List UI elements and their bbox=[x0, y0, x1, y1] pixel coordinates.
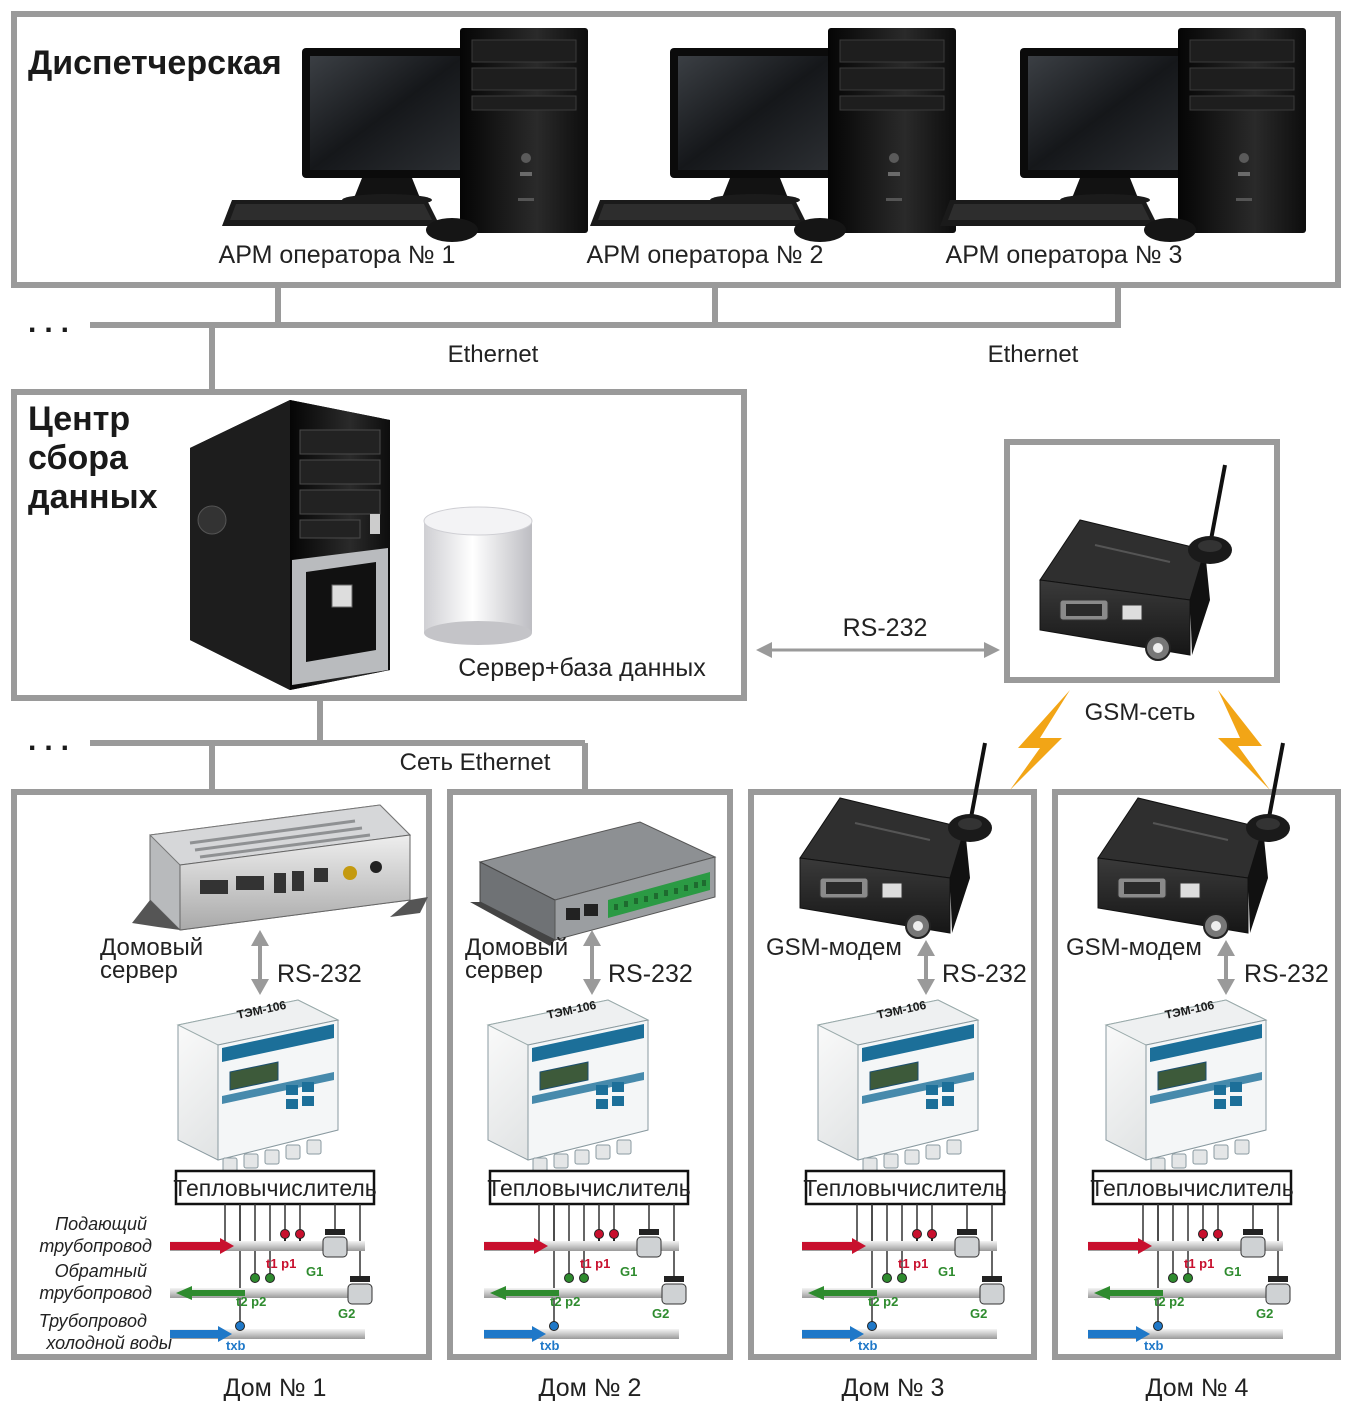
house-2-sensor-g2: G2 bbox=[652, 1306, 669, 1321]
legend-cold: Трубопровод холодной воды bbox=[39, 1311, 172, 1353]
house-3-sensor-t2p2: t2 p2 bbox=[868, 1294, 898, 1309]
house-4-rs232-arrow bbox=[1217, 940, 1235, 995]
house-3-frame bbox=[748, 789, 1037, 1360]
house-1-rs232-arrow bbox=[251, 930, 269, 995]
rs232-link-arrow bbox=[756, 642, 1000, 658]
central-gsm-modem-image bbox=[1038, 463, 1234, 662]
house-2-sensor-g1: G1 bbox=[620, 1264, 637, 1279]
house-4-gsm-modem-image bbox=[1096, 741, 1292, 940]
house-3-sensor-g1: G1 bbox=[938, 1264, 955, 1279]
house-3-calc-box bbox=[804, 1169, 1006, 1206]
house-3-name: Дом № 3 bbox=[842, 1374, 945, 1402]
house-4-device-label: GSM-модем bbox=[1066, 934, 1202, 961]
lan-label: Сеть Ethernet bbox=[400, 749, 551, 776]
house-4-sensor-t1p1: t1 p1 bbox=[1184, 1256, 1214, 1271]
house-1-sensor-txb: txb bbox=[226, 1338, 246, 1353]
ethernet-label-left: Ethernet bbox=[448, 341, 539, 368]
house-1-sensor-g2: G2 bbox=[338, 1306, 355, 1321]
legend-supply: Подающий трубопровод bbox=[39, 1214, 152, 1256]
house-4-sensor-g2: G2 bbox=[1256, 1306, 1273, 1321]
workstation-3-label: АРМ оператора № 3 bbox=[946, 241, 1183, 269]
server-tower-image bbox=[190, 400, 390, 690]
ethernet-label-right: Ethernet bbox=[988, 341, 1079, 368]
network-lines bbox=[90, 288, 1121, 792]
house-3-sensor-txb: txb bbox=[858, 1338, 878, 1353]
house-2-rs232-label: RS-232 bbox=[608, 960, 693, 988]
house-2-frame bbox=[447, 789, 733, 1360]
frames bbox=[11, 11, 1341, 1360]
center-frame bbox=[11, 389, 747, 701]
house-1-server-image bbox=[130, 803, 430, 932]
house-3-calc-label: Тепловычислитель bbox=[803, 1175, 1007, 1201]
house-1-calc-label: Тепловычислитель bbox=[173, 1175, 377, 1201]
house-3-meter-image bbox=[817, 999, 979, 1173]
house-2-calc-box bbox=[488, 1169, 690, 1206]
house-1-sensor-t2p2: t2 p2 bbox=[236, 1294, 266, 1309]
house-4-sensor-t2p2: t2 p2 bbox=[1154, 1294, 1184, 1309]
house-1-frame bbox=[11, 789, 432, 1360]
legend-return: Обратный трубопровод bbox=[39, 1261, 152, 1303]
dispatch-title: Диспетчерская bbox=[28, 44, 282, 82]
house-2-server-image bbox=[469, 821, 716, 947]
house-1-rs232-label: RS-232 bbox=[277, 960, 362, 988]
house-2-name: Дом № 2 bbox=[539, 1374, 642, 1402]
house-2-pipe-scheme bbox=[483, 1203, 687, 1343]
house-2-sensor-txb: txb bbox=[540, 1338, 560, 1353]
server-db-label: Сервер+база данных bbox=[458, 654, 706, 682]
house-2-sensor-t1p1: t1 p1 bbox=[580, 1256, 610, 1271]
house-3-device-label: GSM-модем bbox=[766, 934, 902, 961]
heat-calculators bbox=[174, 1169, 1293, 1206]
lightning-left-icon bbox=[1010, 690, 1070, 790]
house-1-sensor-g1: G1 bbox=[306, 1264, 323, 1279]
workstation-1-label: АРМ оператора № 1 bbox=[219, 241, 456, 269]
lightning-right-icon bbox=[1218, 690, 1270, 790]
database-cylinder-image bbox=[423, 506, 533, 645]
house-1-device-label: Домовый сервер bbox=[100, 934, 210, 984]
house-4-frame bbox=[1052, 789, 1341, 1360]
house-3-pipe-scheme bbox=[801, 1203, 1005, 1343]
house-4-sensor-g1: G1 bbox=[1224, 1264, 1241, 1279]
house-2-device-label: Домовый сервер bbox=[465, 934, 575, 984]
house-1-pipe-scheme bbox=[169, 1203, 373, 1343]
house-3-rs232-arrow bbox=[917, 940, 935, 995]
house-2-meter-image bbox=[487, 999, 649, 1173]
house-4-calc-label: Тепловычислитель bbox=[1090, 1175, 1294, 1201]
gsm-modem-frame bbox=[1004, 439, 1280, 683]
house-3-gsm-modem-image bbox=[798, 741, 994, 940]
house-4-meter-image bbox=[1105, 999, 1267, 1173]
house-1-name: Дом № 1 bbox=[224, 1374, 327, 1402]
house-3-sensor-t1p1: t1 p1 bbox=[898, 1256, 928, 1271]
upper-ellipsis: ... bbox=[28, 306, 77, 339]
house-2-calc-label: Тепловычислитель bbox=[487, 1175, 691, 1201]
workstation-2-image bbox=[589, 27, 957, 243]
lower-ellipsis: ... bbox=[28, 724, 77, 757]
house-4-calc-box bbox=[1091, 1169, 1293, 1206]
sensor-labels: t1 p1 G1 t2 p2 G2 txb t1 p1 G1 t2 p2 G2 txb t1 p1 G… bbox=[226, 1256, 1273, 1353]
house-3-sensor-g2: G2 bbox=[970, 1306, 987, 1321]
house-4-rs232-label: RS-232 bbox=[1244, 960, 1329, 988]
house-2-rs232-arrow bbox=[583, 930, 601, 995]
rs232-link-label: RS-232 bbox=[843, 614, 928, 642]
house-1-sensor-t1p1: t1 p1 bbox=[266, 1256, 296, 1271]
house-2-sensor-t2p2: t2 p2 bbox=[550, 1294, 580, 1309]
gsm-network-label: GSM-сеть bbox=[1085, 699, 1196, 726]
house-1-calc-box bbox=[174, 1169, 376, 1206]
house-3-rs232-label: RS-232 bbox=[942, 960, 1027, 988]
house-1-meter-image bbox=[177, 999, 339, 1173]
house-rs232-arrows bbox=[251, 930, 1235, 995]
workstation-3-image bbox=[939, 27, 1307, 243]
dispatch-frame bbox=[11, 11, 1341, 288]
workstation-2-label: АРМ оператора № 2 bbox=[587, 241, 824, 269]
house-4-pipe-scheme bbox=[1087, 1203, 1291, 1343]
house-4-sensor-txb: txb bbox=[1144, 1338, 1164, 1353]
house-4-name: Дом № 4 bbox=[1146, 1374, 1249, 1402]
center-title: Центр сбора данных bbox=[28, 400, 158, 516]
